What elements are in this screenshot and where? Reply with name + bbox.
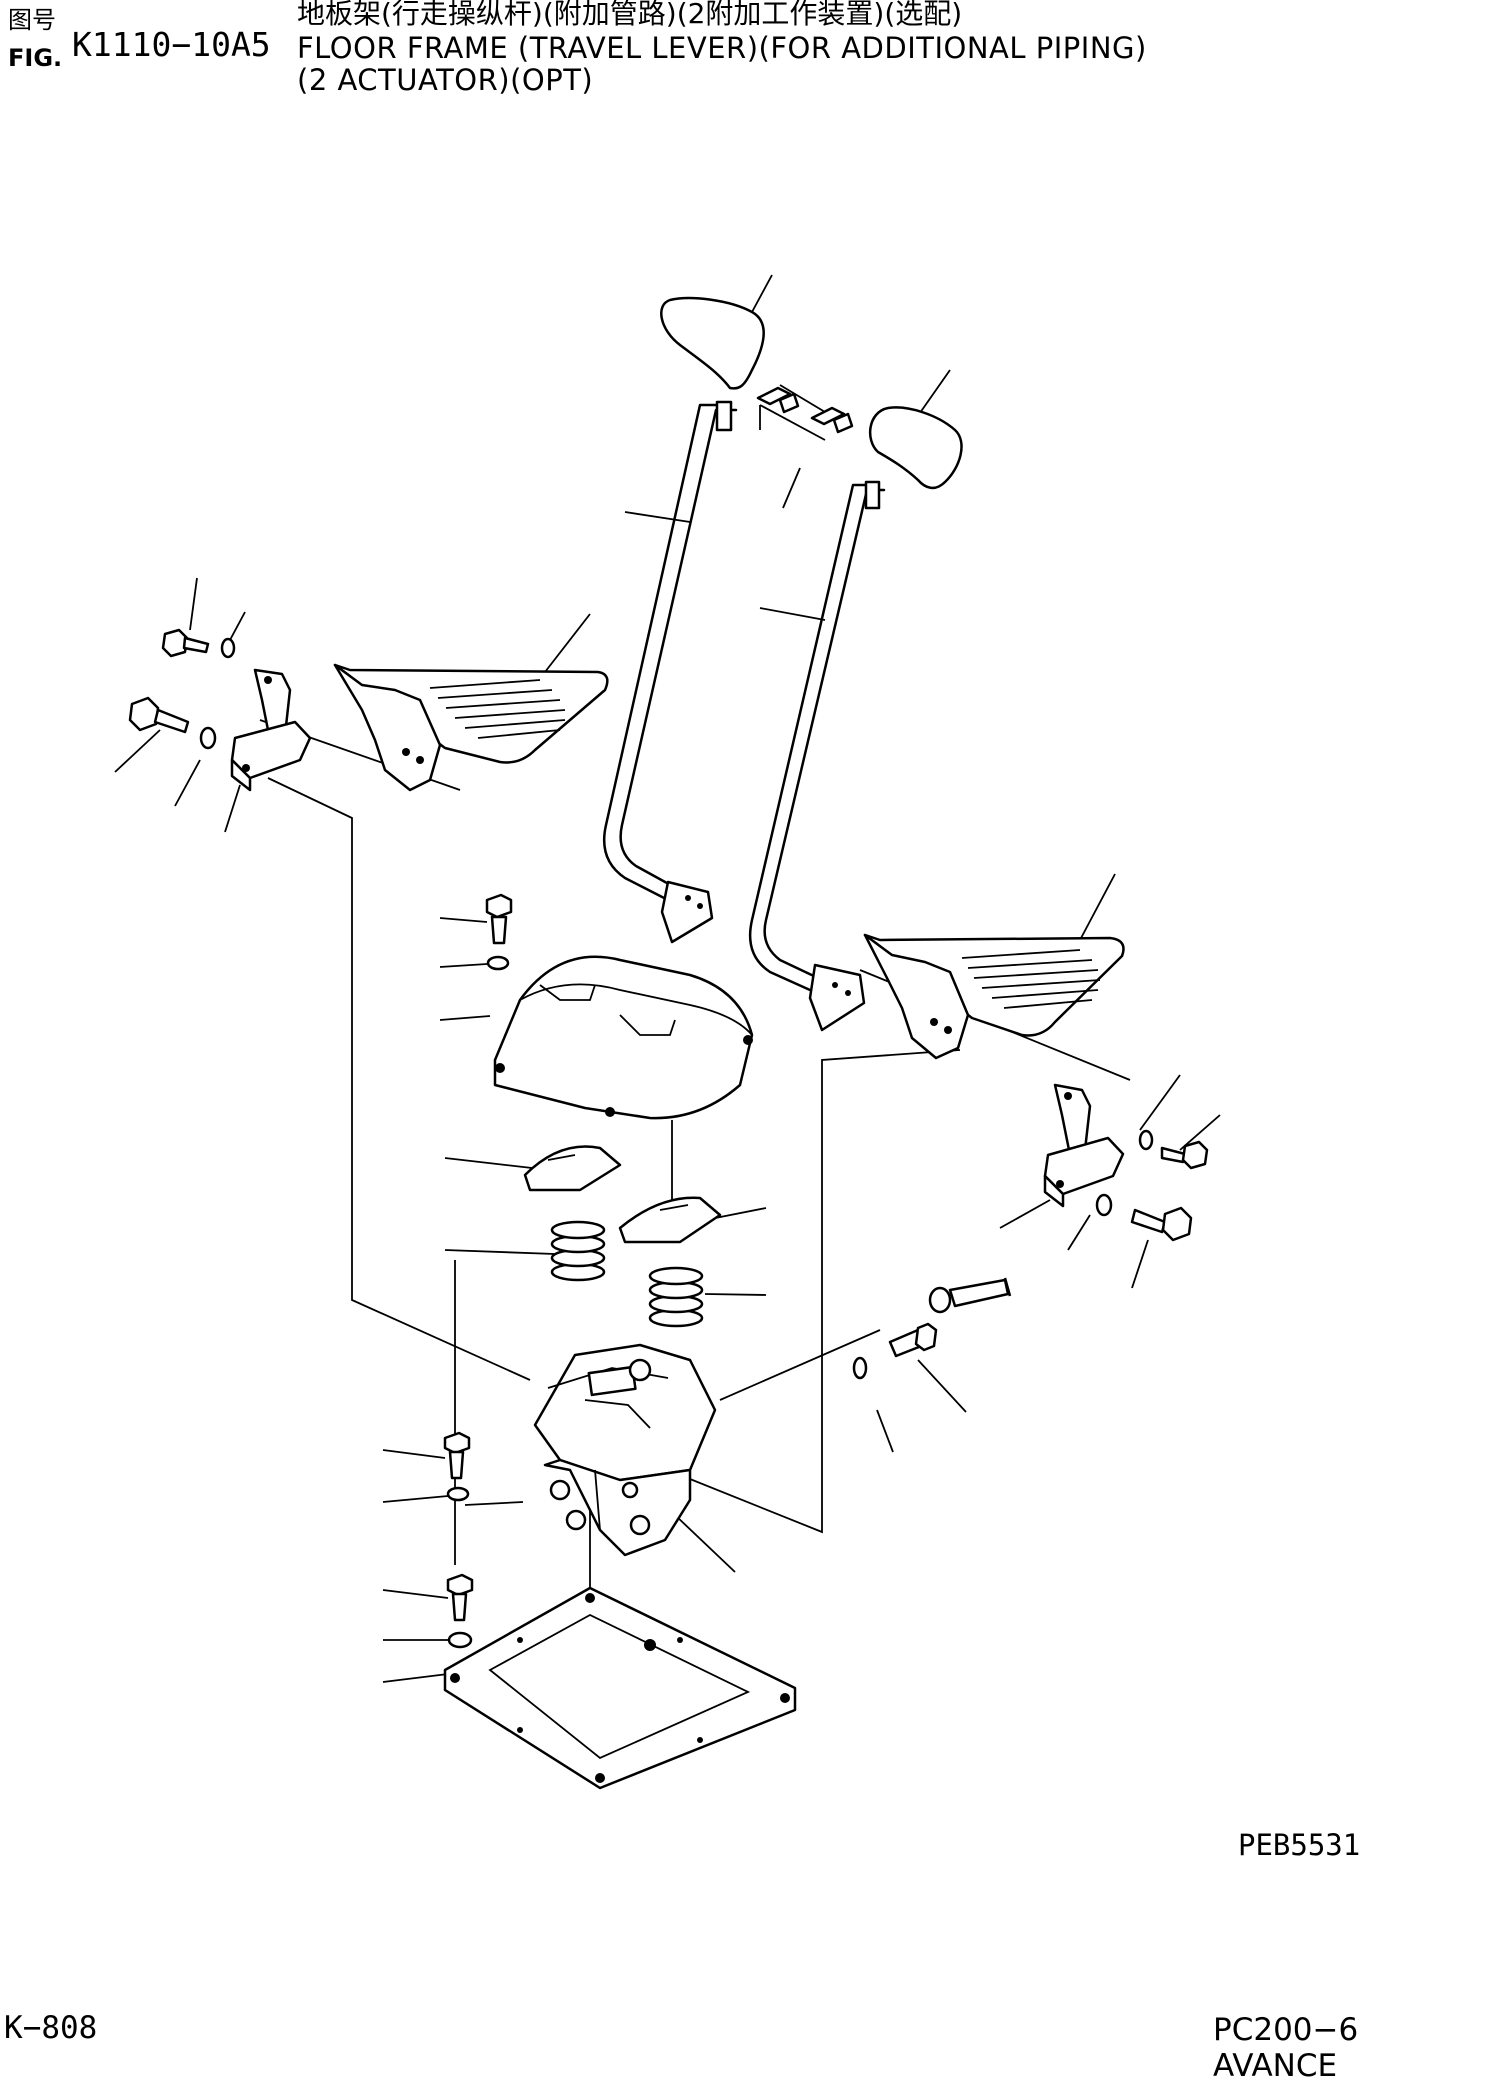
lever-knob-left	[660, 296, 765, 390]
title-en-line1: FLOOR FRAME (TRAVEL LEVER)(FOR ADDITIONA…	[297, 31, 1147, 65]
title-cn: 地板架(行走操纵杆)(附加管路)(2附加工作装置)(选配)	[297, 0, 963, 30]
hose-fitting	[852, 1277, 1012, 1380]
bolts-washers-right	[1095, 1129, 1209, 1242]
valve-cover	[493, 955, 754, 1120]
drawing-code: PEB5531	[1238, 1828, 1361, 1862]
title-en-line2: (2 ACTUATOR)(OPT)	[297, 63, 594, 97]
figure-label-en: FIG.	[8, 44, 63, 72]
boot-left	[523, 1145, 622, 1192]
machine-model: PC200−6 AVANCE	[1213, 2012, 1359, 2084]
pedal-bracket-right	[1043, 1083, 1125, 1208]
page-number: K−808	[4, 2010, 98, 2046]
travel-lever-right	[748, 480, 886, 1032]
figure-label-cn: 图号	[8, 6, 56, 34]
base-plate	[443, 1586, 797, 1790]
spring-right	[648, 1266, 704, 1328]
travel-lever-left	[602, 400, 738, 944]
ppc-valve	[533, 1343, 717, 1557]
valve-bolt	[443, 1431, 471, 1502]
leader-lines	[114, 274, 1221, 1683]
lever-knob-right	[868, 406, 963, 490]
cover-bolt	[485, 893, 513, 971]
pedal-bracket-left	[230, 668, 312, 792]
figure-code: K1110−10A5	[72, 25, 271, 64]
pedal-left	[333, 663, 609, 792]
spring-left	[550, 1220, 606, 1282]
plate-bolt	[446, 1573, 474, 1649]
pedal-right	[863, 933, 1125, 1060]
knob-bolts	[756, 386, 854, 434]
boot-right	[618, 1196, 722, 1244]
bolts-washers-left	[128, 628, 236, 750]
